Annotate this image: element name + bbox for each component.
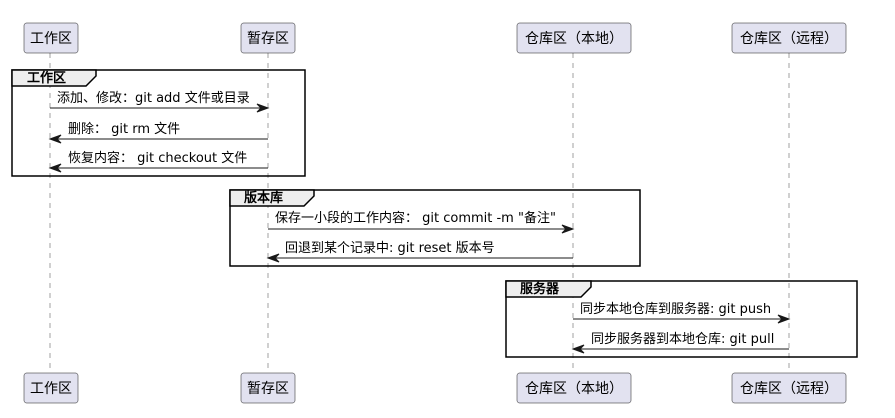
participant-remote-repo-top: 仓库区（远程）	[731, 22, 847, 54]
message-label: 同步本地仓库到服务器: git push	[580, 301, 771, 317]
group-frame	[11, 69, 306, 177]
message-git-commit: 保存一小段的工作内容： git commit -m "备注"	[268, 210, 575, 234]
participant-label: 工作区	[30, 381, 72, 397]
participant-label: 仓库区（远程）	[740, 381, 838, 397]
participant-label: 暂存区	[247, 381, 289, 397]
arrow-head	[571, 344, 585, 354]
group-server: 服务器 同步本地仓库到服务器: git push 同步服务器到本地仓库: git…	[505, 280, 858, 358]
group-tab	[505, 280, 592, 298]
arrow-head	[561, 224, 575, 234]
group-title: 版本库	[244, 190, 283, 206]
participant-label: 仓库区（远程）	[740, 31, 838, 47]
message-label: 保存一小段的工作内容： git commit -m "备注"	[275, 210, 556, 226]
participant-local-repo-bottom: 仓库区（本地）	[516, 372, 632, 404]
message-git-rm: 删除： git rm 文件	[48, 122, 268, 144]
participant-staging-top: 暂存区	[240, 22, 296, 54]
participant-remote-repo-bottom: 仓库区（远程）	[731, 372, 847, 404]
participant-label: 仓库区（本地）	[525, 31, 623, 47]
message-label: 删除： git rm 文件	[68, 122, 180, 137]
participant-label: 暂存区	[247, 31, 289, 47]
message-git-add: 添加、修改：git add 文件或目录	[50, 91, 270, 113]
arrow-head	[48, 134, 62, 144]
message-label: 添加、修改：git add 文件或目录	[57, 91, 250, 106]
message-git-push: 同步本地仓库到服务器: git push	[573, 301, 791, 324]
group-tab	[11, 69, 97, 87]
message-git-reset: 回退到某个记录中: git reset 版本号	[266, 241, 573, 263]
group-title: 服务器	[520, 281, 560, 297]
participant-label: 工作区	[30, 31, 72, 47]
group-tab	[229, 189, 315, 207]
group-frame	[229, 189, 641, 267]
arrow-head	[256, 103, 270, 113]
arrow-head	[777, 314, 791, 324]
message-label: 回退到某个记录中: git reset 版本号	[285, 241, 495, 256]
group-title: 工作区	[27, 70, 66, 86]
participant-local-repo-top: 仓库区（本地）	[516, 22, 632, 54]
participant-label: 仓库区（本地）	[525, 381, 623, 397]
participant-workspace-top: 工作区	[23, 22, 79, 54]
participant-workspace-bottom: 工作区	[23, 372, 79, 404]
message-git-pull: 同步服务器到本地仓库: git pull	[571, 331, 789, 354]
arrow-head	[48, 163, 62, 173]
participant-staging-bottom: 暂存区	[240, 372, 296, 404]
group-frame	[505, 280, 858, 358]
message-label: 恢复内容： git checkout 文件	[68, 150, 247, 166]
arrow-head	[266, 253, 280, 263]
group-repository: 版本库 保存一小段的工作内容： git commit -m "备注" 回退到某个…	[229, 189, 641, 267]
message-label: 同步服务器到本地仓库: git pull	[591, 331, 774, 347]
message-git-checkout: 恢复内容： git checkout 文件	[48, 150, 268, 173]
group-workspace: 工作区 添加、修改：git add 文件或目录 删除： git rm 文件 恢复…	[11, 69, 306, 177]
